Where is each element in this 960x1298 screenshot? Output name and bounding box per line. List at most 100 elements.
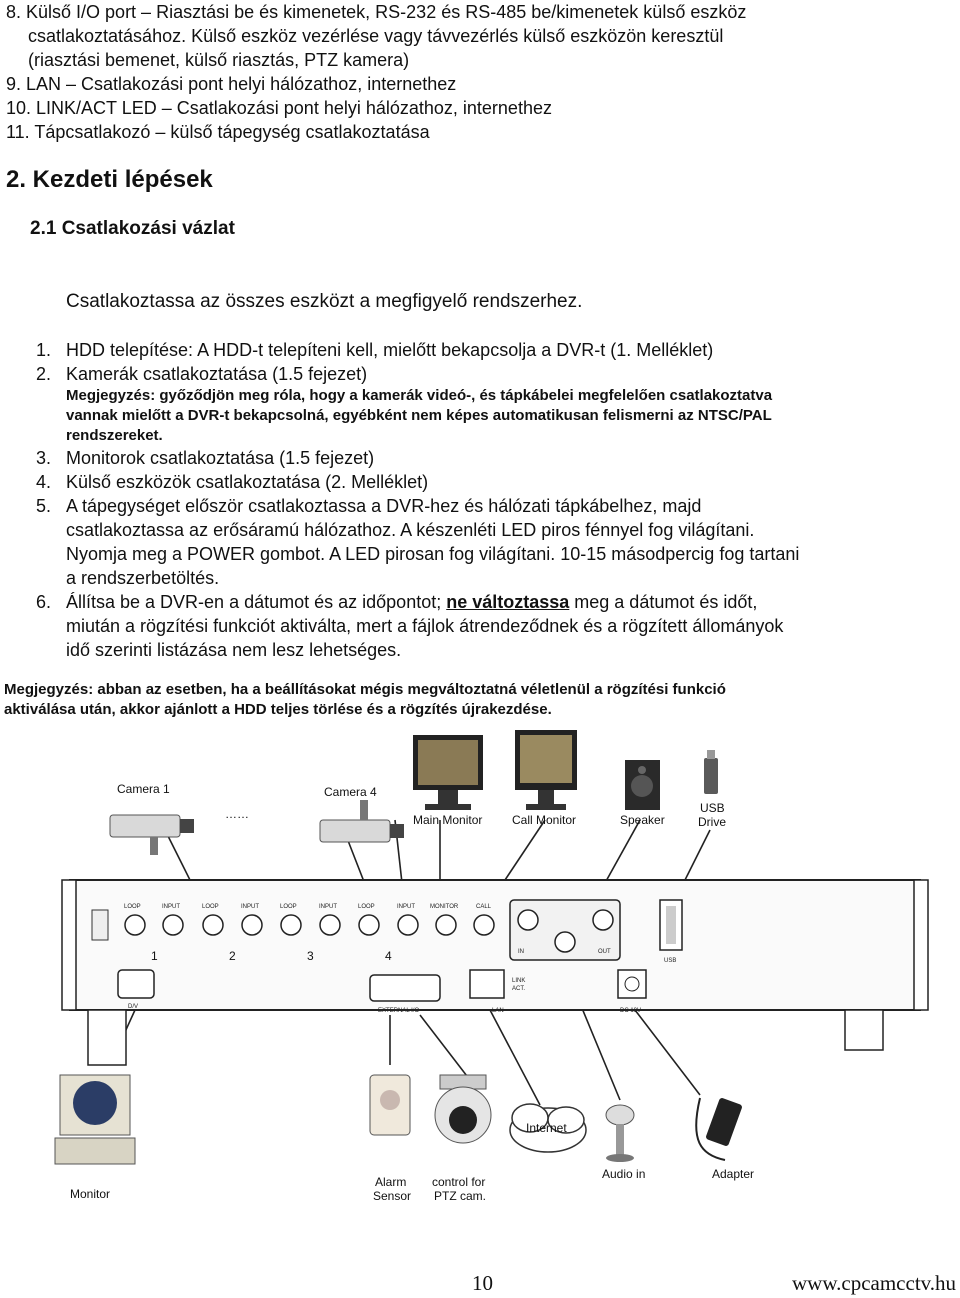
step-number: 2. bbox=[36, 364, 52, 384]
adapter-label: Adapter bbox=[712, 1167, 754, 1181]
power-adapter-icon bbox=[695, 1097, 742, 1161]
internet-cloud-icon bbox=[509, 1103, 587, 1153]
channel-1-label: 1 bbox=[151, 949, 158, 963]
ptz-label-1: control for bbox=[432, 1175, 485, 1189]
list-item-8-line1: 8. Külső I/O port – Riasztási be és kime… bbox=[6, 2, 747, 22]
step-text: Monitorok csatlakoztatása (1.5 fejezet) bbox=[66, 448, 375, 468]
cable bbox=[634, 1009, 701, 1096]
step-text: HDD telepítése: A HDD-t telepíteni kell,… bbox=[66, 340, 714, 360]
list-item-8-line2: csatlakoztatásához. Külső eszköz vezérlé… bbox=[28, 26, 724, 46]
ellipsis-text: …… bbox=[225, 807, 249, 821]
step-text: csatlakoztassa az erősáramú hálózathoz. … bbox=[66, 520, 755, 540]
bnc-loop-3 bbox=[280, 914, 302, 936]
speaker-icon bbox=[625, 760, 660, 810]
bnc-loop-2 bbox=[202, 914, 224, 936]
microphone-icon bbox=[605, 1104, 635, 1162]
main-monitor-icon bbox=[413, 735, 483, 810]
list-item-10: 10. LINK/ACT LED – Csatlakozási pont hel… bbox=[6, 98, 552, 118]
step-number: 1. bbox=[36, 340, 52, 360]
alarm-sensor-icon bbox=[369, 1074, 411, 1136]
usb-drive-label-2: Drive bbox=[698, 815, 726, 829]
main-monitor-label: Main Monitor bbox=[413, 813, 482, 827]
step-text: Nyomja meg a POWER gombot. A LED pirosan… bbox=[66, 544, 800, 564]
step-text-post: meg a dátumot és időt, bbox=[569, 592, 758, 612]
bnc-loop-4 bbox=[358, 914, 380, 936]
act-label: ACT. bbox=[512, 986, 525, 992]
call-port-label: CALL bbox=[476, 904, 492, 910]
footer-website: www.cpcamcctv.hu bbox=[792, 1271, 957, 1295]
link-label: LINK bbox=[512, 978, 525, 984]
dc-power-port-icon bbox=[617, 969, 647, 999]
step-note-line: vannak mielőtt a DVR-t bekapcsolná, egyé… bbox=[66, 407, 772, 424]
step-text: Állítsa be a DVR-en a dátumot és az időp… bbox=[66, 590, 757, 614]
step-number: 3. bbox=[36, 448, 52, 468]
loop-label: LOOP bbox=[202, 904, 219, 910]
call-monitor-icon bbox=[515, 730, 577, 810]
emphasis-text: ne változtassa bbox=[446, 592, 570, 612]
dc-label: DC 19V bbox=[620, 1008, 641, 1014]
loop-label: LOOP bbox=[124, 904, 141, 910]
ptz-camera-icon bbox=[434, 1074, 492, 1144]
loop-label: LOOP bbox=[280, 904, 297, 910]
lan-label: LAN bbox=[492, 1008, 504, 1014]
input-label: INPUT bbox=[162, 904, 180, 910]
bnc-input-4 bbox=[397, 914, 419, 936]
camera-1-icon bbox=[109, 814, 194, 855]
final-note-line: aktiválása után, akkor ajánlott a HDD te… bbox=[4, 701, 552, 718]
final-note-line: Megjegyzés: abban az esetben, ha a beáll… bbox=[4, 681, 726, 698]
loop-label: LOOP bbox=[358, 904, 375, 910]
intro-text: Csatlakoztassa az összes eszközt a megfi… bbox=[66, 291, 583, 312]
channel-3-label: 3 bbox=[307, 949, 314, 963]
usb-drive-label-1: USB bbox=[700, 801, 725, 815]
dv-port-label: D/V bbox=[128, 1004, 138, 1010]
cable bbox=[489, 1009, 541, 1106]
step-text: miután a rögzítési funkciót aktiválta, m… bbox=[66, 616, 784, 636]
step-number: 6. bbox=[36, 592, 52, 612]
step-note-line: rendszereket. bbox=[66, 427, 163, 444]
step-text: Külső eszközök csatlakoztatása (2. Mellé… bbox=[66, 472, 429, 492]
bnc-input-2 bbox=[241, 914, 263, 936]
external-io-port-icon bbox=[369, 974, 441, 1002]
audio-out-label: OUT bbox=[598, 949, 611, 955]
cable bbox=[419, 1014, 471, 1081]
usb-port-icon bbox=[659, 899, 683, 951]
step-number: 4. bbox=[36, 472, 52, 492]
channel-4-label: 4 bbox=[385, 949, 392, 963]
usb-port-label: USB bbox=[664, 958, 676, 964]
lan-port-icon bbox=[469, 969, 505, 999]
step-text: Kamerák csatlakoztatása (1.5 fejezet) bbox=[66, 364, 368, 384]
step-number: 5. bbox=[36, 496, 52, 516]
audio-in-label: IN bbox=[518, 949, 524, 955]
call-monitor-label: Call Monitor bbox=[512, 813, 576, 827]
bnc-call bbox=[473, 914, 495, 936]
step-note-line: Megjegyzés: győződjön meg róla, hogy a k… bbox=[66, 387, 773, 404]
internet-label: Internet bbox=[526, 1121, 567, 1135]
input-label: INPUT bbox=[319, 904, 337, 910]
bnc-connectors bbox=[124, 914, 495, 936]
section-heading: 2. Kezdeti lépések bbox=[6, 166, 213, 193]
step-text: A tápegységet először csatlakoztassa a D… bbox=[66, 496, 702, 516]
monitor-label: Monitor bbox=[70, 1187, 110, 1201]
camera-4-icon bbox=[319, 800, 404, 843]
input-label: INPUT bbox=[397, 904, 415, 910]
list-item-11: 11. Tápcsatlakozó – külső tápegység csat… bbox=[6, 122, 430, 142]
bnc-input-1 bbox=[162, 914, 184, 936]
bnc-input-3 bbox=[319, 914, 341, 936]
audio-in-device-label: Audio in bbox=[602, 1167, 645, 1181]
section-subheading: 2.1 Csatlakozási vázlat bbox=[30, 218, 235, 239]
monitor-computer-icon bbox=[54, 1074, 136, 1165]
bnc-loop-1 bbox=[124, 914, 146, 936]
connection-diagram: Camera 1 Camera 4 …… Main Monitor Call M… bbox=[54, 730, 929, 1203]
external-io-label: EXTERNAL I/O bbox=[378, 1008, 419, 1014]
camera-4-label: Camera 4 bbox=[324, 785, 377, 799]
bnc-monitor bbox=[435, 914, 457, 936]
page-number: 10 bbox=[472, 1271, 493, 1295]
input-label: INPUT bbox=[241, 904, 259, 910]
step-text: idő szerinti listázása nem lesz lehetség… bbox=[66, 640, 402, 660]
dv-port-icon bbox=[117, 969, 155, 999]
list-item-8-line3: (riasztási bemenet, külső riasztás, PTZ … bbox=[28, 50, 410, 70]
ptz-label-2: PTZ cam. bbox=[434, 1189, 486, 1203]
speaker-label: Speaker bbox=[620, 813, 665, 827]
list-item-9: 9. LAN – Csatlakozási pont helyi hálózat… bbox=[6, 74, 457, 94]
channel-2-label: 2 bbox=[229, 949, 236, 963]
